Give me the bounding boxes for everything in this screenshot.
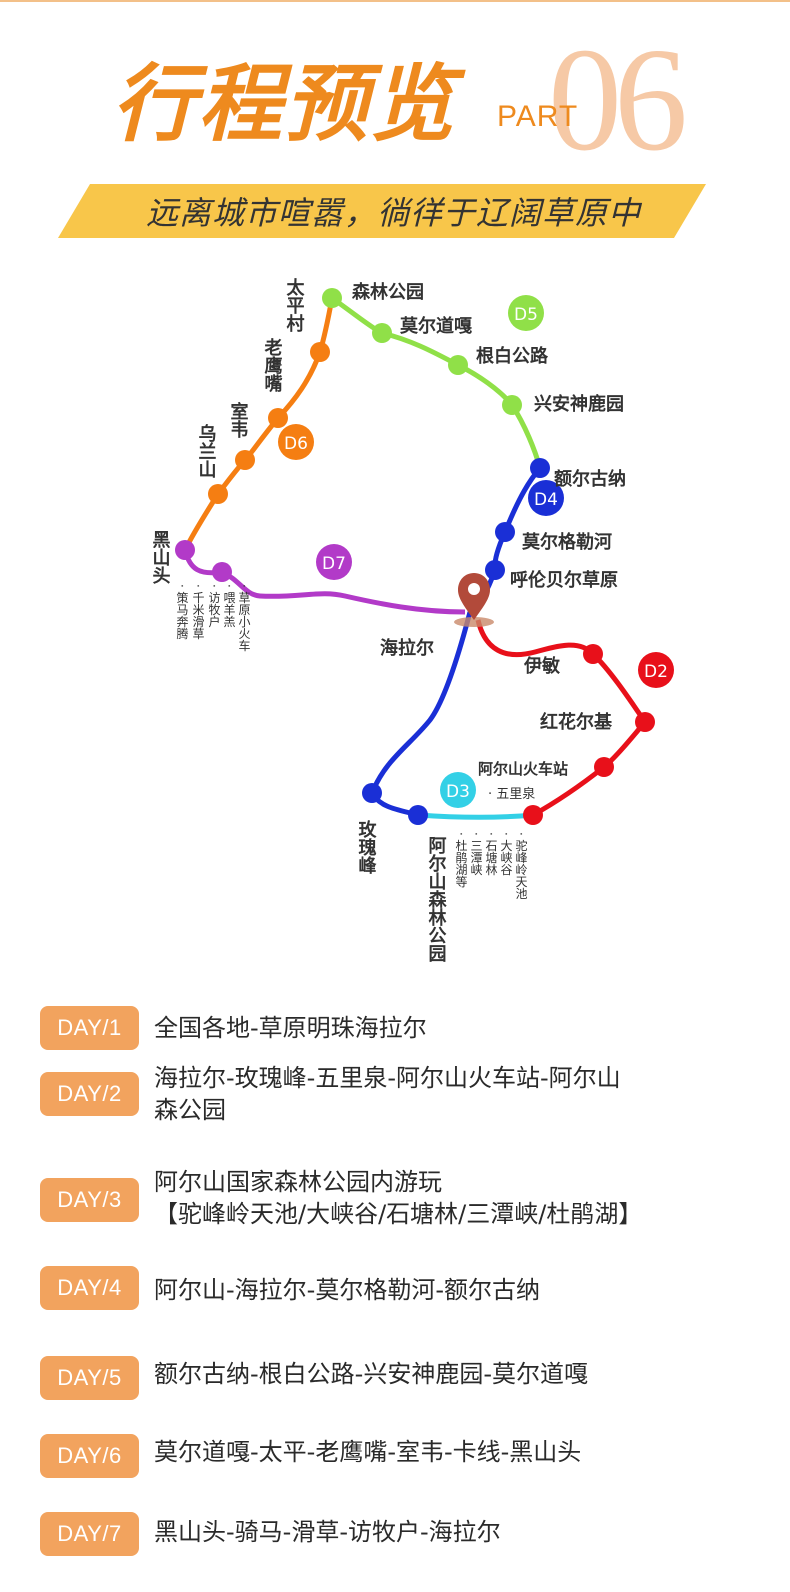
label-d7-stop-2: · 千米滑草	[191, 584, 205, 640]
label-genbai-gonglu: 根白公路	[476, 345, 549, 367]
day-1-route: 全国各地-草原明珠海拉尔	[154, 1014, 427, 1042]
day-7-route: 黑山头-骑马-滑草-访牧户-海拉尔	[154, 1518, 501, 1546]
day-5-route: 额尔古纳-根白公路-兴安神鹿园-莫尔道嘎	[154, 1360, 588, 1388]
stop-dot-eerguna	[530, 458, 550, 478]
day-2-route-line-2: 森公园	[154, 1096, 226, 1124]
day-badge: DAY/5	[40, 1356, 139, 1400]
day-marker-d6: D6	[278, 424, 314, 460]
day-4-route: 阿尔山-海拉尔-莫尔格勒河-额尔古纳	[154, 1276, 540, 1304]
label-d7-stop-3: · 访牧户	[207, 584, 221, 628]
day-marker-d5-label: D5	[514, 305, 538, 325]
day-marker-d2-label: D2	[644, 662, 668, 682]
day-marker-d2: D2	[638, 652, 674, 688]
day-badge: DAY/3	[40, 1178, 139, 1222]
label-aershan-senlin: 阿尔山森林公园	[426, 836, 447, 963]
label-aershan-station: 阿尔山火车站	[478, 760, 568, 778]
stop-dot-moergele	[495, 522, 515, 542]
label-hulunbeier: 呼伦贝尔草原	[510, 569, 618, 591]
top-divider	[0, 0, 790, 2]
part-label: PART	[497, 100, 579, 133]
route-d2-red	[475, 619, 649, 818]
label-moergele-he: 莫尔格勒河	[521, 531, 612, 553]
label-wulanshan: 乌兰山	[196, 423, 217, 479]
page-title: 行程预览	[112, 54, 457, 153]
stop-dot-heishantou	[175, 540, 195, 560]
stop-dot-d7-activities	[212, 562, 232, 582]
label-hailaer: 海拉尔	[380, 637, 434, 659]
label-d3-stop-4: · 大峡谷	[499, 832, 513, 876]
day-marker-d4-label: D4	[534, 490, 558, 510]
stop-dot-meiguifeng	[362, 783, 382, 803]
part-number: 06	[548, 18, 688, 182]
stop-dot-genbai	[448, 355, 468, 375]
label-d7-stop-4: · 喂羊羔	[222, 584, 236, 628]
stop-dot-laoyingzui	[268, 408, 288, 428]
day-3-route-line-1: 阿尔山国家森林公园内游玩	[154, 1168, 442, 1196]
label-d3-stop-2: · 三潭峡	[469, 832, 483, 876]
day-marker-d7: D7	[316, 544, 352, 580]
day-badge: DAY/1	[40, 1006, 139, 1050]
day-3-route-line-2: 【驼峰岭天池/大峡谷/石塘林/三潭峡/杜鹃湖】	[154, 1200, 643, 1228]
stop-dot-taiping	[310, 342, 330, 362]
day-badge: DAY/4	[40, 1266, 139, 1310]
day-marker-d3: D3	[440, 772, 476, 808]
stop-dot-yimin	[583, 644, 603, 664]
label-taiping-cun: 太平村	[284, 277, 305, 332]
label-laoyingzui: 老鹰嘴	[262, 337, 283, 393]
day-marker-d7-label: D7	[322, 554, 346, 574]
label-d7-stop-5: · 草原小火车	[237, 584, 251, 652]
day-badge: DAY/7	[40, 1512, 139, 1556]
label-shiwei: 室韦	[228, 401, 249, 439]
stop-dot-senlin	[322, 288, 342, 308]
day-marker-d5: D5	[508, 295, 544, 331]
day-6-route: 莫尔道嘎-太平-老鹰嘴-室韦-卡线-黑山头	[154, 1438, 582, 1466]
label-d3-stop-5: · 驼峰岭天池	[514, 832, 528, 900]
day-marker-d6-label: D6	[284, 434, 308, 454]
stop-dots	[175, 288, 655, 825]
day-badge: DAY/6	[40, 1434, 139, 1478]
day-2-route-line-1: 海拉尔-玫瑰峰-五里泉-阿尔山火车站-阿尔山	[154, 1064, 621, 1092]
label-senlin-gongyuan: 森林公园	[352, 281, 424, 303]
day-marker-d4: D4	[528, 480, 564, 516]
label-honghuaerji: 红花尔基	[540, 711, 613, 733]
stop-dot-xingan	[502, 395, 522, 415]
banner-slogan: 远离城市喧嚣，徜徉于辽阔草原中	[146, 194, 642, 232]
route-d3	[417, 812, 534, 820]
banner-background	[58, 184, 706, 238]
stop-dot-moerdaoga	[372, 323, 392, 343]
label-d3-stop-1: · 杜鹃湖等	[454, 832, 468, 888]
stop-dot-aershan-station	[594, 757, 614, 777]
label-eerguna: 额尔古纳	[554, 468, 626, 490]
stop-dot-aershan-forest	[408, 805, 428, 825]
label-heishantou: 黑山头	[150, 530, 171, 585]
label-d7-stop-1: · 策马奔腾	[175, 584, 189, 640]
map-pin-icon	[454, 573, 494, 627]
day-marker-d3-label: D3	[446, 782, 470, 802]
label-xingan-shenluyuan: 兴安神鹿园	[534, 393, 624, 415]
label-yimin: 伊敏	[523, 655, 561, 677]
label-d3-stop-3: · 石塘林	[484, 832, 498, 876]
route-map: D5 D6 D4 D7 D2 D3 森林公园 莫尔道嘎 根白公路 兴安神鹿园 额…	[150, 277, 674, 963]
label-meiguifeng: 玫瑰峰	[356, 819, 377, 875]
stop-dot-tianchi	[523, 805, 543, 825]
stop-dot-shiwei	[235, 450, 255, 470]
stop-dot-hulunbeier	[485, 560, 505, 580]
day-badge: DAY/2	[40, 1072, 139, 1116]
route-d2-blue	[369, 611, 473, 818]
stop-dot-honghuaerji	[635, 712, 655, 732]
label-moerdaoga: 莫尔道嘎	[399, 315, 472, 337]
label-wulinquan: · 五里泉	[488, 786, 535, 802]
stop-dot-wulanshan	[208, 484, 228, 504]
